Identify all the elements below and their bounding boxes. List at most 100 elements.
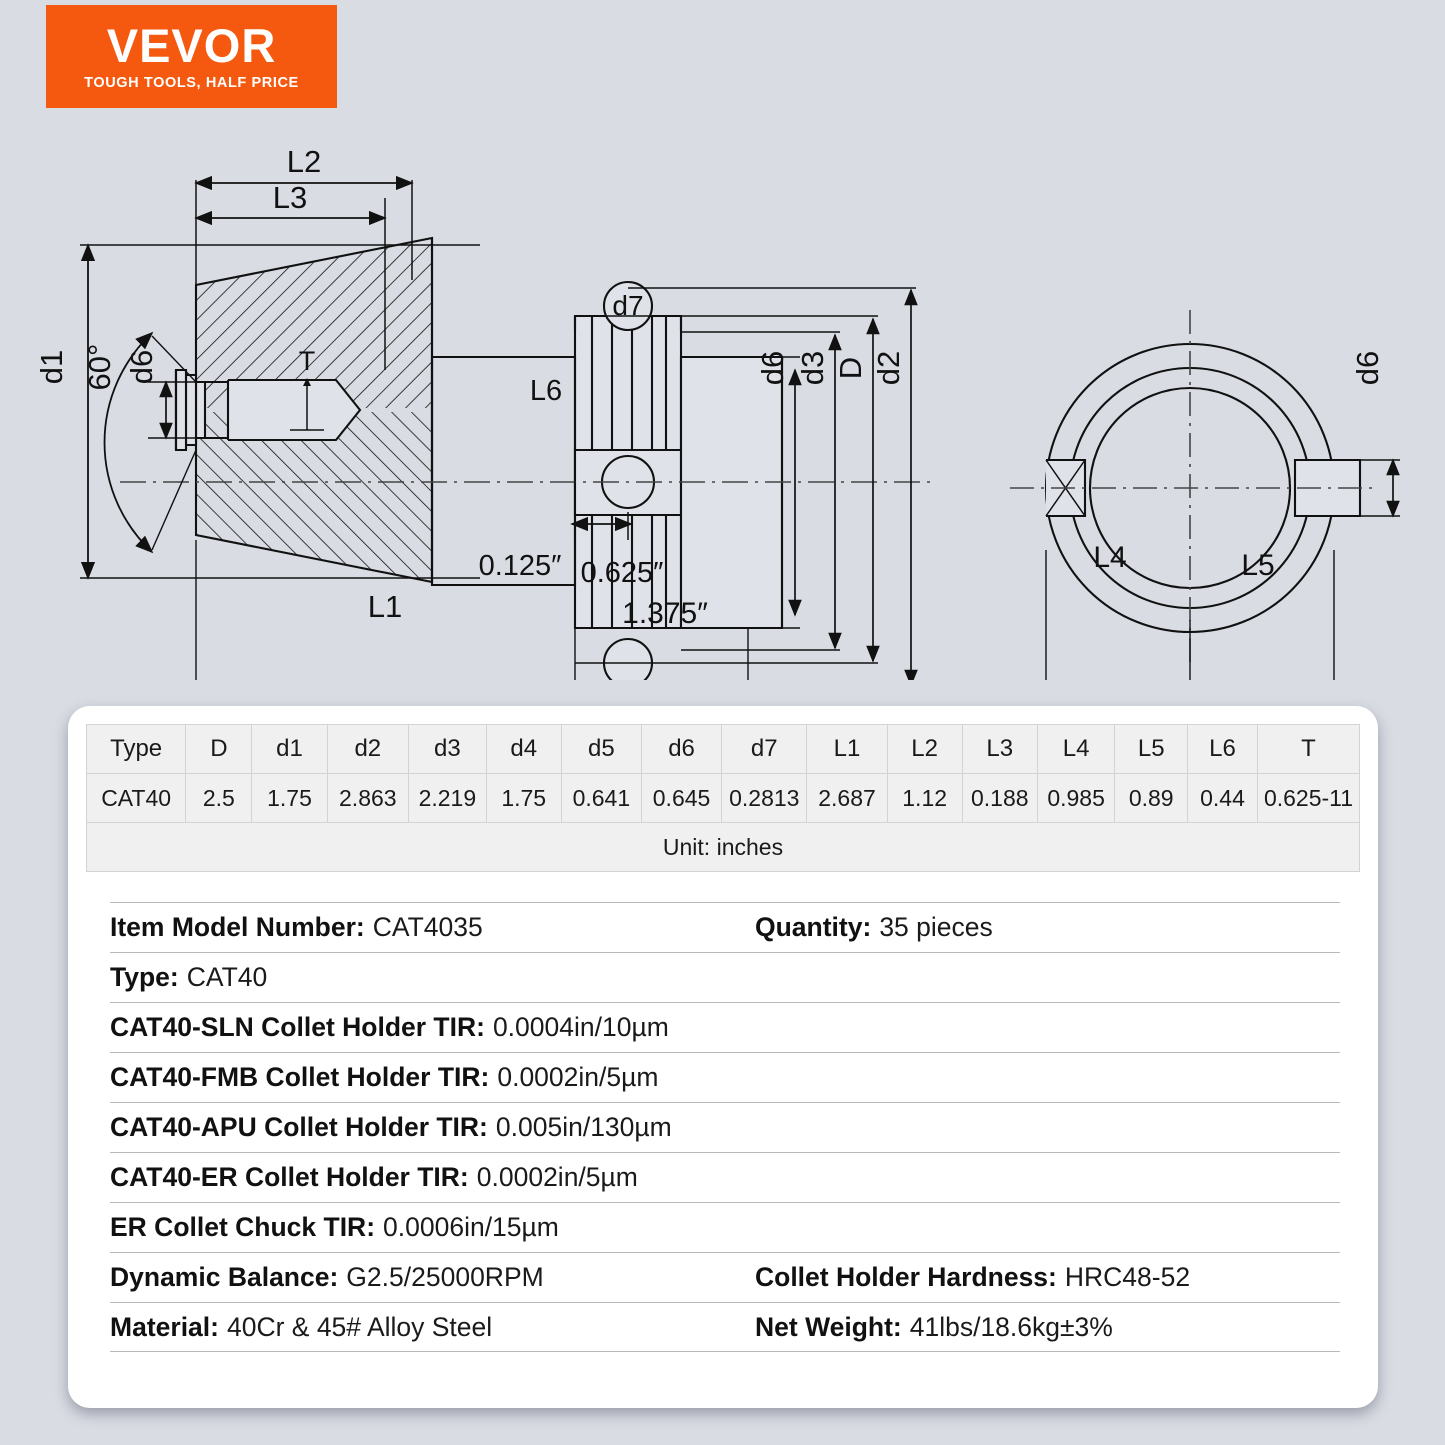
table-header-cell: Type xyxy=(85,724,187,774)
label-d3: d3 xyxy=(795,351,830,385)
spec-label: Item Model Number: xyxy=(110,912,365,942)
logo-wordmark: VEVOR xyxy=(106,19,277,73)
table-header-cell: L6 xyxy=(1186,724,1258,774)
label-dim-0125: 0.125″ xyxy=(479,550,562,582)
label-t: T xyxy=(299,346,316,376)
label-dim-1375: 1.375″ xyxy=(622,597,708,630)
table-header-cell: T xyxy=(1256,724,1361,774)
table-cell: 1.12 xyxy=(886,773,963,823)
spec-row: ER Collet Chuck TIR:0.0006in/15µm xyxy=(110,1202,1340,1252)
table-cell: 0.2813 xyxy=(721,773,808,823)
spec-row: Type:CAT40 xyxy=(110,952,1340,1002)
spec-label: Quantity: xyxy=(755,912,872,942)
table-cell: 0.89 xyxy=(1114,773,1188,823)
table-header-cell: L5 xyxy=(1114,724,1188,774)
table-cell: 0.188 xyxy=(961,773,1038,823)
spec-label: CAT40-ER Collet Holder TIR: xyxy=(110,1162,469,1192)
table-cell: 1.75 xyxy=(485,773,562,823)
spec-label: CAT40-FMB Collet Holder TIR: xyxy=(110,1062,490,1092)
spec-label: Collet Holder Hardness: xyxy=(755,1262,1057,1292)
spec-value: CAT4035 xyxy=(372,912,483,942)
spec-label: Net Weight: xyxy=(755,1311,902,1342)
table-cell: 1.75 xyxy=(251,773,328,823)
table-cell: 0.985 xyxy=(1036,773,1116,823)
table-cell: 2.863 xyxy=(326,773,410,823)
spec-cell-left: CAT40-SLN Collet Holder TIR:0.0004in/10µ… xyxy=(110,1012,755,1043)
table-header-cell: d6 xyxy=(640,724,723,774)
spec-row: CAT40-ER Collet Holder TIR:0.0002in/5µm xyxy=(110,1152,1340,1202)
spec-cell-left: Dynamic Balance:G2.5/25000RPM xyxy=(110,1262,755,1293)
label-l1: L1 xyxy=(368,589,402,624)
label-l4: L4 xyxy=(1093,541,1126,574)
table-cell: 2.219 xyxy=(408,773,487,823)
table-unit-row: Unit: inches xyxy=(86,822,1360,872)
spec-cell-right: Collet Holder Hardness:HRC48-52 xyxy=(755,1262,1340,1293)
label-d2: d2 xyxy=(871,351,906,385)
table-header-cell: L4 xyxy=(1036,724,1116,774)
label-d-major: D xyxy=(833,357,868,379)
table-header-cell: d7 xyxy=(721,724,808,774)
spec-row: CAT40-SLN Collet Holder TIR:0.0004in/10µ… xyxy=(110,1002,1340,1052)
table-cell: 2.5 xyxy=(185,773,253,823)
table-header-cell: d1 xyxy=(251,724,328,774)
spec-cell-left: Type:CAT40 xyxy=(110,962,755,993)
label-d6-bore: d6 xyxy=(124,350,159,384)
spec-value: 0.0004in/10µm xyxy=(492,1012,669,1042)
table-header-cell: d5 xyxy=(560,724,642,774)
label-dim-0625: 0.625″ xyxy=(581,557,664,589)
spec-label: Type: xyxy=(110,962,179,992)
spec-cell-right: Quantity:35 pieces xyxy=(755,912,1340,943)
label-d7: d7 xyxy=(612,290,643,321)
spec-row: CAT40-APU Collet Holder TIR:0.005in/130µ… xyxy=(110,1102,1340,1152)
label-d6-endview: d6 xyxy=(1350,351,1385,385)
spec-cell-left: Item Model Number:CAT4035 xyxy=(110,912,755,943)
spec-row: CAT40-FMB Collet Holder TIR:0.0002in/5µm xyxy=(110,1052,1340,1102)
label-d1: d1 xyxy=(34,350,69,384)
spec-value: 0.0002in/5µm xyxy=(476,1162,638,1192)
label-angle: 60° xyxy=(82,344,117,391)
vevor-logo: VEVOR TOUGH TOOLS, HALF PRICE xyxy=(46,5,337,108)
spec-cell-right: Net Weight:41lbs/18.6kg±3% xyxy=(755,1312,1340,1343)
spec-cell-left: CAT40-APU Collet Holder TIR:0.005in/130µ… xyxy=(110,1112,755,1143)
label-d6-flange: d6 xyxy=(755,351,790,385)
spec-value: 41lbs/18.6kg±3% xyxy=(909,1311,1113,1342)
technical-drawing: L2 L3 L1 d7 L6 T 0.125″ 0.625″ 1.375″ L4… xyxy=(0,120,1445,680)
spec-cell-left: CAT40-ER Collet Holder TIR:0.0002in/5µm xyxy=(110,1162,755,1193)
spec-cell-left: CAT40-FMB Collet Holder TIR:0.0002in/5µm xyxy=(110,1062,755,1093)
label-l5: L5 xyxy=(1241,549,1274,582)
unit-note: Unit: inches xyxy=(86,822,1360,872)
table-header-cell: d2 xyxy=(326,724,410,774)
spec-label: CAT40-SLN Collet Holder TIR: xyxy=(110,1012,485,1042)
spec-value: HRC48-52 xyxy=(1064,1262,1191,1292)
label-l2: L2 xyxy=(287,144,321,179)
spec-value: 40Cr & 45# Alloy Steel xyxy=(226,1311,493,1342)
spec-label: ER Collet Chuck TIR: xyxy=(110,1212,376,1242)
table-cell: 0.44 xyxy=(1186,773,1258,823)
table-cell: 0.645 xyxy=(640,773,723,823)
spec-value: 0.0006in/15µm xyxy=(383,1212,559,1242)
spec-value: 35 pieces xyxy=(879,912,993,942)
spec-value: 0.0002in/5µm xyxy=(497,1062,659,1092)
table-header-cell: L2 xyxy=(886,724,963,774)
spec-value: CAT40 xyxy=(186,962,268,992)
table-header-cell: d4 xyxy=(485,724,562,774)
table-header-cell: L3 xyxy=(961,724,1038,774)
table-cell: 0.641 xyxy=(560,773,642,823)
spec-value: G2.5/25000RPM xyxy=(346,1262,544,1292)
logo-tagline: TOUGH TOOLS, HALF PRICE xyxy=(84,75,299,92)
table-header-cell: L1 xyxy=(806,724,888,774)
label-l3: L3 xyxy=(273,180,307,215)
spec-label: CAT40-APU Collet Holder TIR: xyxy=(110,1112,488,1142)
spec-cell-left: ER Collet Chuck TIR:0.0006in/15µm xyxy=(110,1212,755,1243)
table-cell: 0.625-11 xyxy=(1256,773,1361,823)
label-l6: L6 xyxy=(530,375,562,407)
